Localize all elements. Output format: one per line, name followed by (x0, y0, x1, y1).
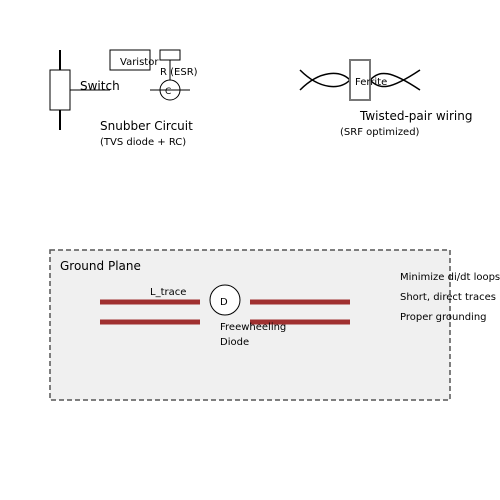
ferrite-label: Ferrite (355, 77, 387, 88)
note-item: Proper grounding (400, 312, 487, 323)
ferrite-bead (349, 59, 371, 101)
switch-body (49, 69, 71, 111)
twisted-pair-subtitle: (SRF optimized) (340, 127, 420, 138)
design-notes: Minimize di/dt loops Short, direct trace… (400, 272, 500, 323)
diode-body (209, 284, 241, 316)
resistor-label: R (ESR) (160, 67, 198, 78)
twisted-pair-title: Twisted-pair wiring (359, 109, 472, 123)
snubber-circuit: Switch Varistor R (ESR) C Snubber Circui… (49, 49, 198, 148)
trace-label: L_trace (150, 287, 186, 298)
snubber-title: Snubber Circuit (100, 119, 193, 133)
capacitor-label: C (165, 87, 171, 97)
diode-symbol: D (220, 297, 228, 308)
twisted-pair: Ferrite Twisted-pair wiring (SRF optimiz… (299, 59, 472, 138)
varistor-body (109, 49, 151, 71)
diode-label-line2: Diode (220, 337, 249, 348)
note-item: Short, direct traces (400, 292, 496, 303)
diode-label-line1: Freewheeling (220, 322, 286, 333)
ground-plane: Ground Plane L_trace D Freewheeling Diod… (49, 249, 451, 401)
snubber-subtitle: (TVS diode + RC) (100, 137, 186, 148)
ground-plane-area (49, 249, 451, 401)
switch-label: Switch (80, 79, 120, 93)
resistor-body (159, 49, 181, 61)
varistor-label: Varistor (120, 57, 159, 68)
ground-plane-title: Ground Plane (60, 259, 141, 273)
note-item: Minimize di/dt loops (400, 272, 500, 283)
